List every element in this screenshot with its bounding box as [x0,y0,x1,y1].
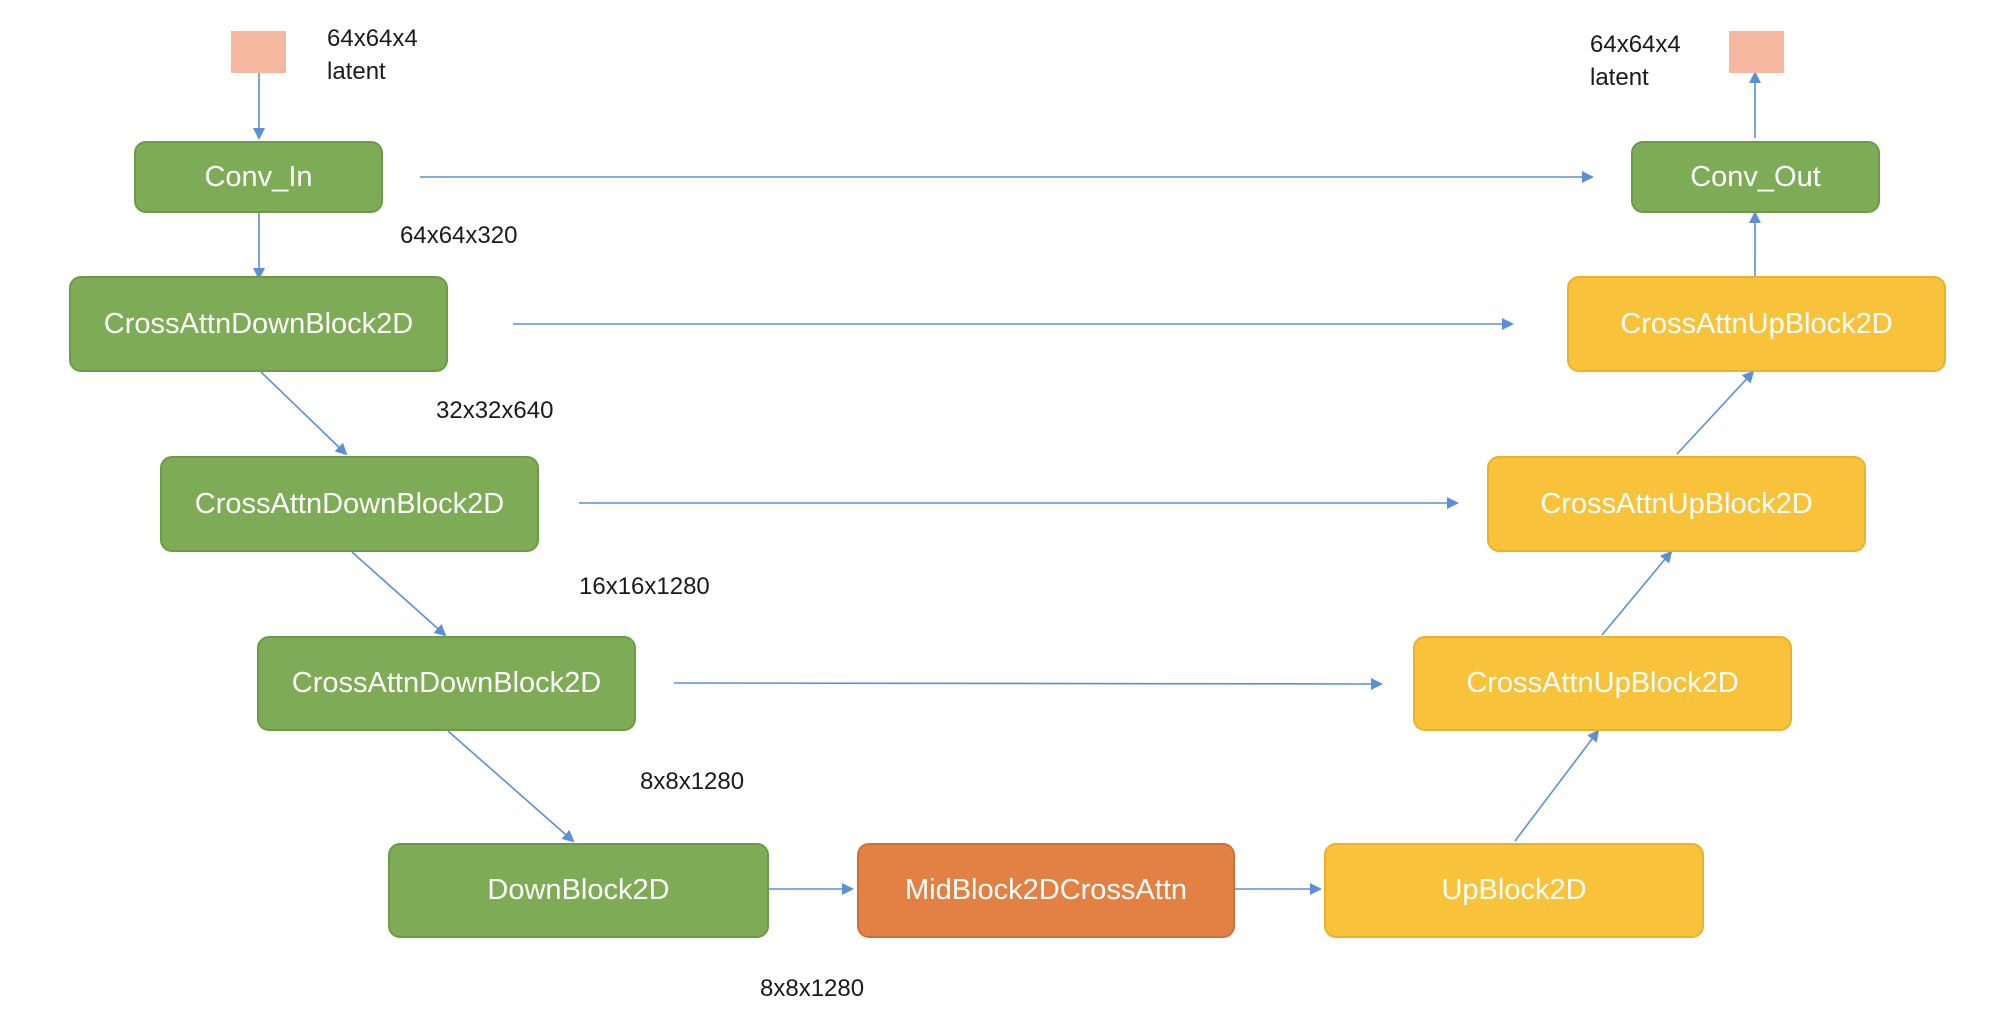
cross-attn-up-block-4: CrossAttnUpBlock2D [1567,276,1946,372]
dim-after-down3: 8x8x1280 [640,768,745,795]
arrow-up1-to-up2 [1514,729,1600,842]
output-latent-name: latent [1590,64,1649,91]
skip-down3-to-up2 [673,677,1383,690]
output-latent-label: 64x64x4 latent [1590,28,1681,94]
arrow-down1-to-down2 [260,371,348,456]
down-block-4: DownBlock2D [388,843,769,938]
input-latent-name: latent [327,58,386,85]
arrow-down3-to-down4 [447,730,575,843]
conv-out-block: Conv_Out [1631,141,1880,213]
output-latent-square [1729,31,1784,73]
input-latent-shape: 64x64x4 [327,25,418,52]
cross-attn-up-block-3: CrossAttnUpBlock2D [1487,456,1866,552]
mid-block: MidBlock2DCrossAttn [857,843,1235,938]
dim-after-down1: 32x32x640 [436,397,554,424]
cross-attn-down-block-3: CrossAttnDownBlock2D [257,636,636,731]
conv-in-block: Conv_In [134,141,383,213]
arrow-up2-to-up3 [1601,550,1673,636]
arrow-up3-to-up4 [1676,370,1755,455]
output-latent-shape: 64x64x4 [1590,31,1681,58]
cross-attn-up-block-2: CrossAttnUpBlock2D [1413,636,1792,731]
dim-after-conv-in: 64x64x320 [400,222,518,249]
up-block-1: UpBlock2D [1324,843,1704,938]
cross-attn-down-block-2: CrossAttnDownBlock2D [160,456,539,552]
input-latent-square [231,31,286,73]
input-latent-label: 64x64x4 latent [327,22,418,88]
arrow-down2-to-down3 [351,551,447,637]
dim-after-down4: 8x8x1280 [760,975,865,1002]
cross-attn-down-block-1: CrossAttnDownBlock2D [69,276,448,372]
dim-after-down2: 16x16x1280 [579,573,710,600]
